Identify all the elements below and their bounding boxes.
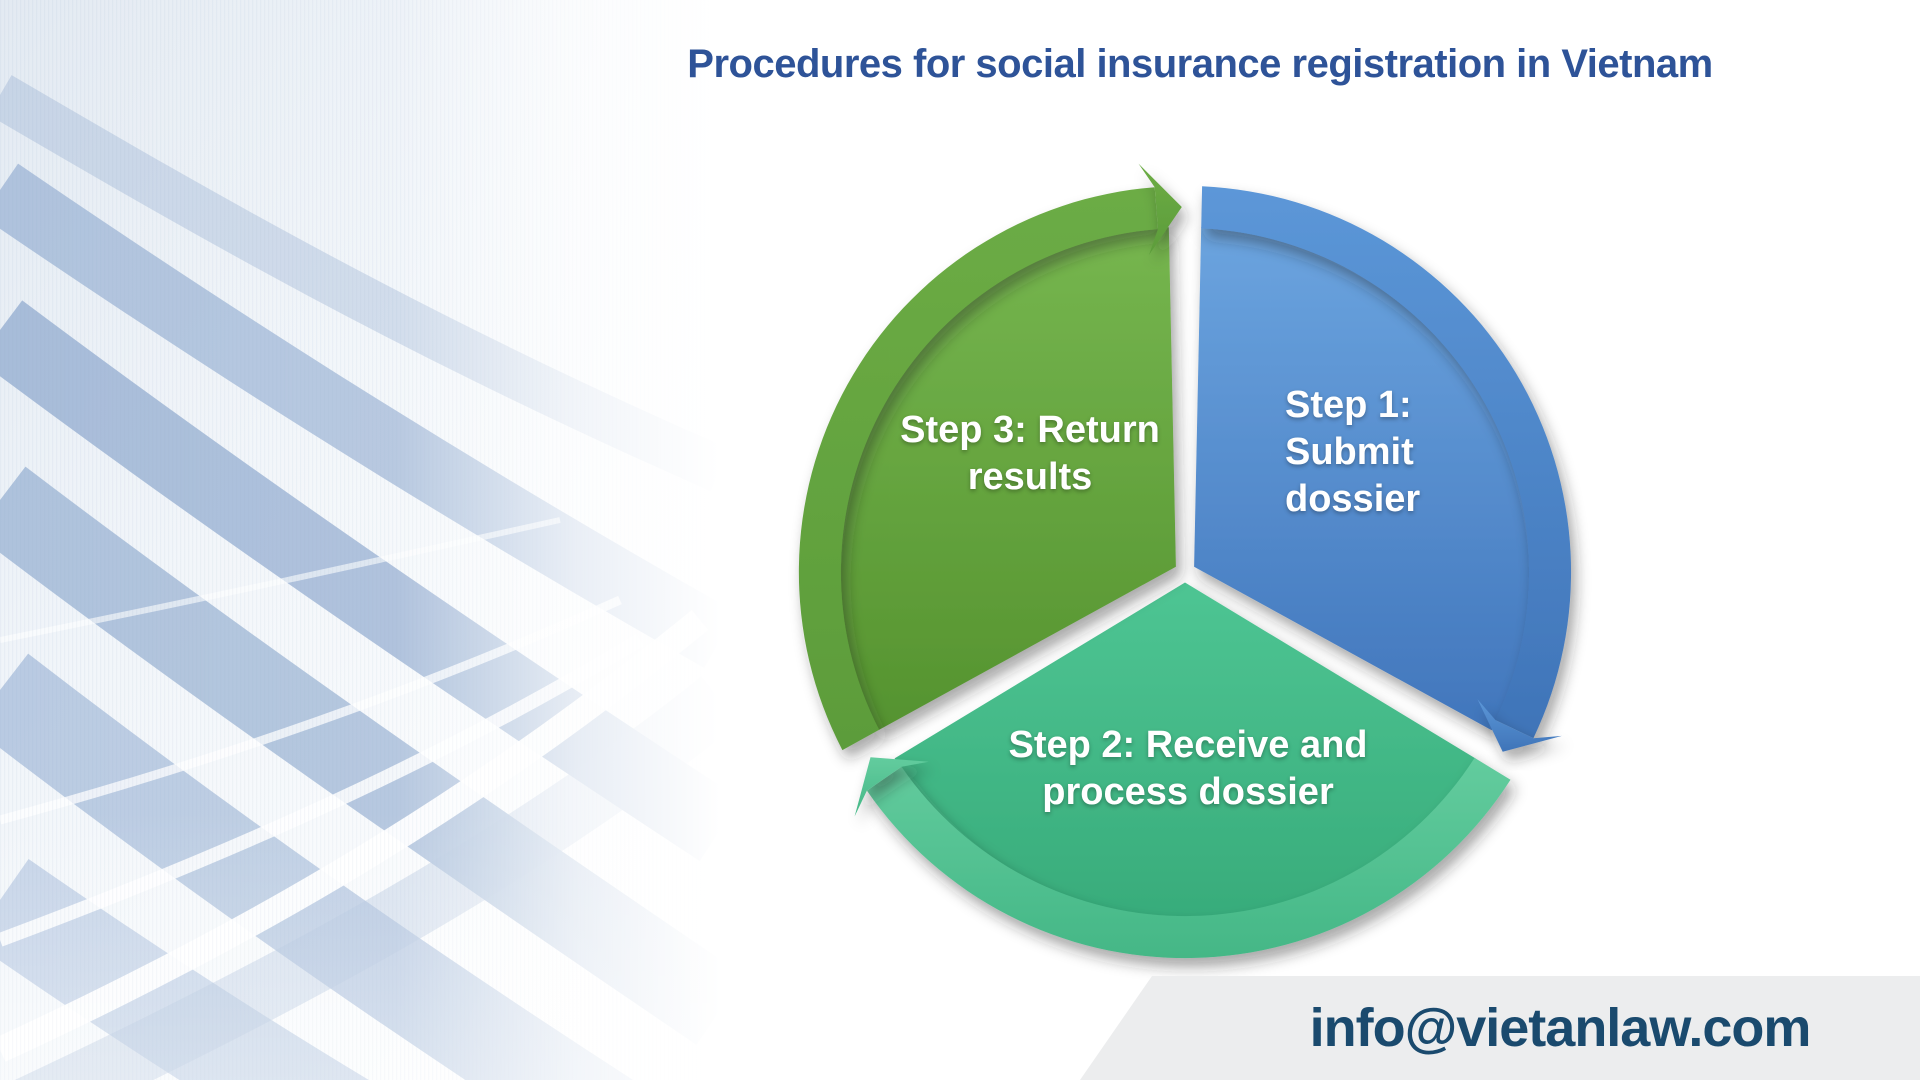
- cycle-shape: [854, 757, 929, 817]
- cycle-shape: [839, 227, 1176, 731]
- segment-label-line: process dossier: [1042, 771, 1334, 813]
- footer-email: info@vietanlaw.com: [1309, 998, 1812, 1058]
- segment-label-line: Step 2: Receive and: [1008, 724, 1368, 766]
- cycle-shape: [798, 187, 1158, 751]
- footer-banner: info@vietanlaw.com: [1080, 976, 1920, 1080]
- segment-label-step-2: Step 2: Receive and process dossier: [958, 722, 1418, 816]
- segment-label-line: Step 3: Return: [900, 409, 1160, 451]
- cycle-shape: [1138, 163, 1182, 256]
- segment-label-step-3: Step 3: Return results: [850, 407, 1210, 501]
- segment-label-line: Submit: [1285, 431, 1414, 473]
- cycle-shape: [866, 757, 1511, 959]
- cycle-shape: [1477, 699, 1562, 752]
- cycle-shape: [894, 582, 1476, 918]
- background-art: [0, 0, 720, 1080]
- segment-label-line: results: [967, 456, 1093, 498]
- segment-label-step-1: Step 1: Submit dossier: [1285, 382, 1420, 523]
- cycle-shape: [1194, 227, 1531, 731]
- segment-label-line: dossier: [1285, 478, 1421, 520]
- page-title: Procedures for social insurance registra…: [687, 42, 1713, 86]
- cycle-shape: [1201, 186, 1572, 739]
- segment-label-line: Step 1:: [1285, 384, 1412, 426]
